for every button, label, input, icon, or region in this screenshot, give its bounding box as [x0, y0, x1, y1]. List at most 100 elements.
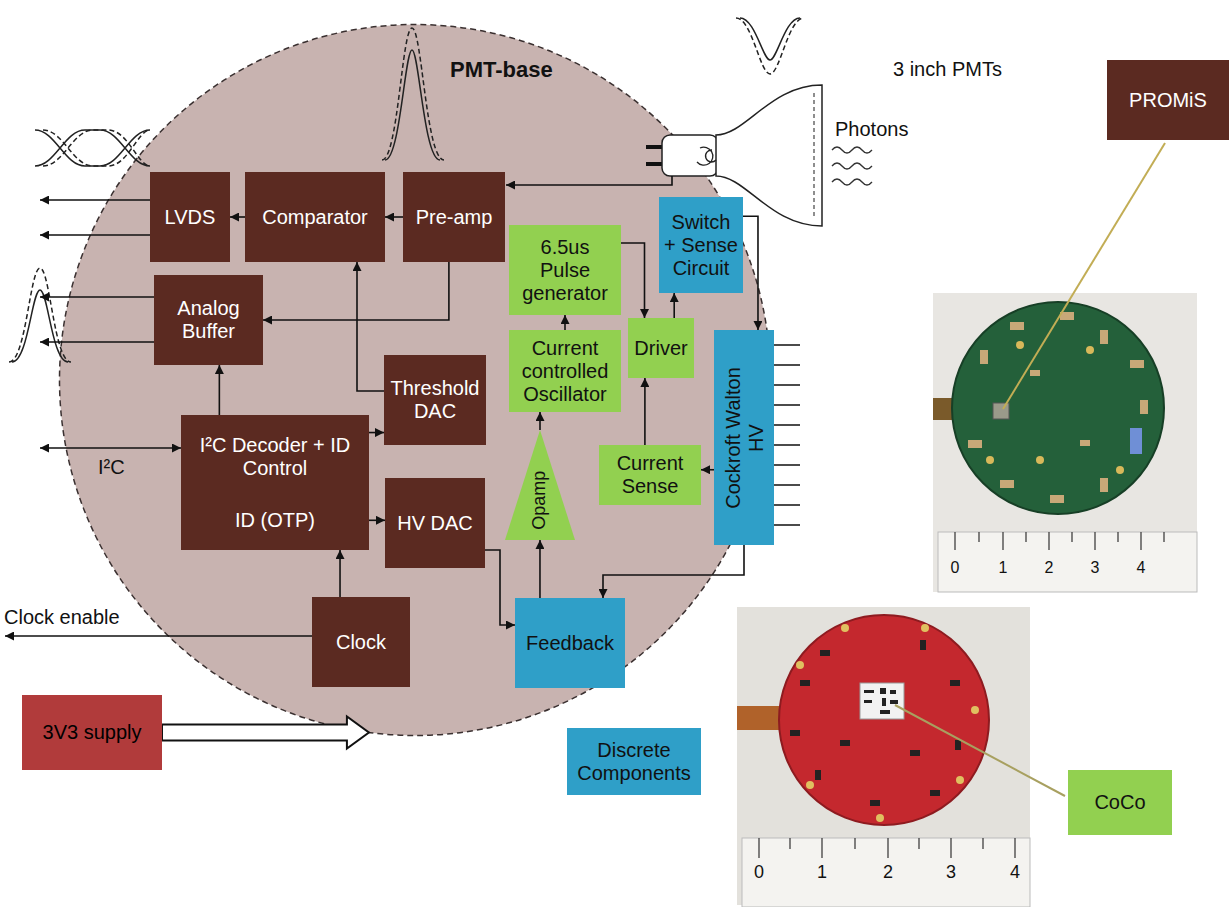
pmt-base-circle: PMT-baseLVDSComparatorPre-amp6.5us Pulse… — [58, 23, 772, 737]
lvds-output — [40, 234, 150, 236]
block-box: Feedback — [515, 598, 625, 688]
component — [790, 730, 800, 736]
pad — [1116, 466, 1124, 474]
block-box: HV DAC — [385, 478, 485, 568]
component-key-box: Discrete Components — [567, 728, 701, 795]
eye-diagram — [35, 130, 150, 166]
pad — [956, 776, 964, 784]
chip-key-box: CoCo — [1068, 770, 1172, 835]
ruler — [938, 532, 1197, 592]
ruler-number: 0 — [951, 559, 960, 577]
capacitor — [1030, 370, 1040, 376]
promis-chip — [993, 403, 1009, 419]
i2c-bus — [40, 447, 181, 449]
component — [910, 750, 920, 756]
capacitor — [1010, 322, 1024, 330]
ruler-ticks — [759, 838, 1015, 858]
pmt-pin — [646, 162, 662, 166]
box-label: Analog Buffer — [158, 297, 259, 343]
capacitor — [1000, 480, 1014, 488]
code-cell — [864, 690, 874, 693]
eye-diagram-dashed — [43, 130, 150, 166]
leader-line — [895, 705, 1065, 796]
ruler-ticks — [955, 532, 1164, 550]
analog-output — [40, 341, 155, 343]
base-outline — [60, 25, 771, 736]
pad — [986, 456, 994, 464]
box-label: PROMiS — [1129, 89, 1207, 112]
capacitor — [980, 350, 988, 364]
component — [840, 740, 850, 746]
ruler-number: 2 — [883, 862, 893, 883]
code-cell — [890, 690, 896, 694]
pad — [971, 706, 979, 714]
lvds-output — [40, 199, 150, 201]
capacitor — [1130, 360, 1144, 368]
capacitor — [1140, 400, 1148, 414]
pad — [1036, 456, 1044, 464]
pad — [921, 624, 929, 632]
box-label: Current Sense — [603, 452, 697, 498]
photon-wave — [832, 147, 872, 153]
component — [930, 790, 940, 796]
box-label: Current controlled Oscillator — [513, 337, 617, 406]
block-box: 6.5us Pulse generator — [509, 225, 621, 315]
pad — [1016, 341, 1024, 349]
component — [800, 680, 810, 686]
block-box: I²C Decoder + ID ControlID (OTP) — [181, 415, 369, 550]
box-label: Pre-amp — [416, 206, 493, 229]
ruler-number: 4 — [1137, 559, 1146, 577]
ruler — [742, 838, 1030, 907]
component — [920, 640, 926, 650]
leader-line — [1003, 143, 1165, 409]
ruler-number: 2 — [1045, 559, 1054, 577]
pcb-components — [790, 640, 961, 806]
box-label: Feedback — [526, 632, 614, 655]
block-box: Driver — [628, 318, 694, 378]
code-cell — [880, 710, 890, 714]
photocathode — [813, 93, 814, 218]
pcb-board — [779, 615, 989, 825]
block-box: LVDS — [150, 172, 230, 262]
opamp-triangle: Opamp — [505, 430, 575, 540]
capacitor — [968, 440, 982, 448]
block-box: Current controlled Oscillator — [509, 330, 621, 412]
photo-background — [933, 293, 1197, 592]
pad — [806, 781, 814, 789]
ruler-number: 3 — [1091, 559, 1100, 577]
capacitor — [1050, 495, 1064, 503]
photon-wave — [832, 163, 872, 169]
ruler-number: 1 — [999, 559, 1008, 577]
box-label: Clock — [336, 631, 386, 654]
box-label: Comparator — [262, 206, 368, 229]
blue-component — [1130, 428, 1142, 454]
component — [815, 770, 821, 780]
pmt-dynodes — [697, 147, 716, 165]
box-label: 3V3 supply — [43, 721, 142, 744]
block-box: Comparator — [245, 172, 385, 262]
block-box: Switch + Sense Circuit — [659, 197, 743, 293]
pmt-pulse-dashed — [736, 18, 804, 74]
box-label: Cockroft Walton HV — [721, 355, 767, 520]
ruler-number: 1 — [817, 862, 827, 883]
box-label: HV DAC — [397, 512, 473, 535]
pcb-board — [952, 302, 1164, 514]
photon-label: Photons — [835, 118, 908, 141]
code-cell — [890, 700, 898, 704]
box-label: LVDS — [165, 206, 216, 229]
pad — [841, 624, 849, 632]
analog-output — [40, 296, 155, 298]
opamp-symbol — [505, 430, 575, 540]
chip-key-box: PROMiS — [1107, 60, 1229, 140]
ruler-number: 0 — [754, 862, 764, 883]
pmt-neck — [662, 135, 718, 176]
component — [820, 650, 830, 656]
box-label: CoCo — [1094, 791, 1145, 814]
chip-code — [864, 688, 898, 714]
code-cell — [882, 698, 886, 706]
block-box: Analog Buffer — [154, 275, 263, 365]
box-label: ID (OTP) — [235, 509, 315, 532]
block-box: Current Sense — [599, 445, 701, 505]
clock-enable-wire — [5, 635, 312, 637]
solder-pads — [986, 341, 1124, 474]
